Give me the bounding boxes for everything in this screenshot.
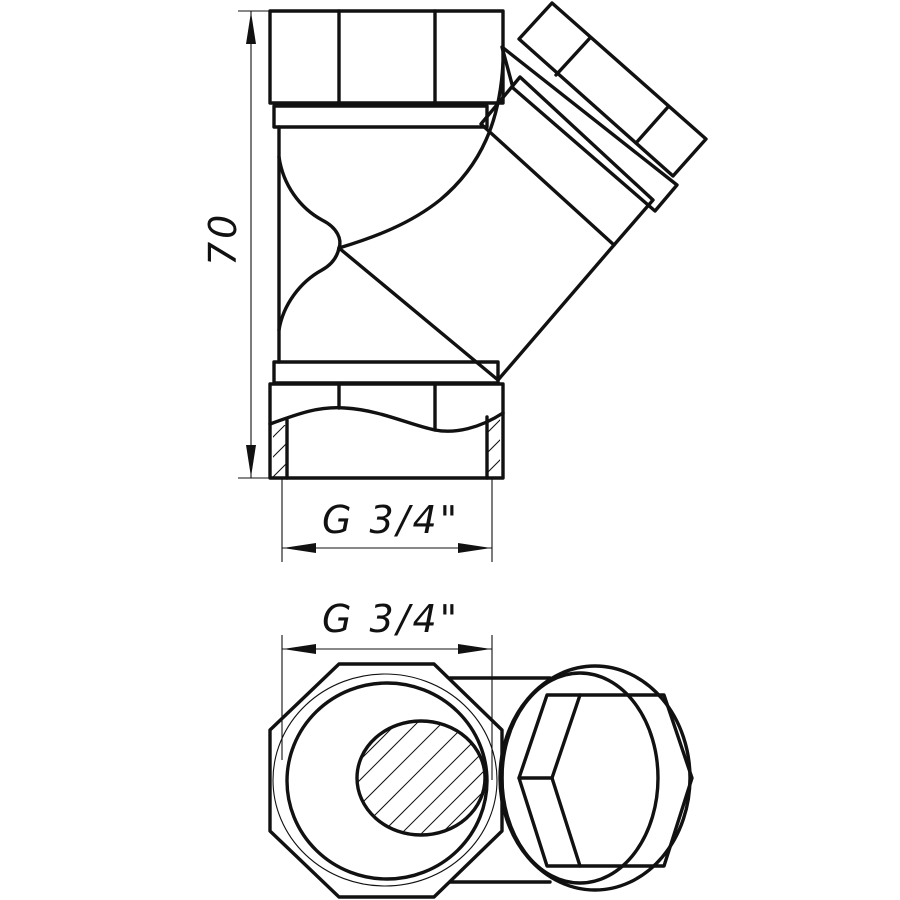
top-nut [268, 9, 505, 129]
height-dimension-label: 70 [201, 212, 245, 266]
bottom-thread-label: G 3/4" [322, 498, 460, 542]
end-view: G 3/4" [268, 597, 694, 899]
octagon-nut [268, 662, 504, 899]
filter-leg [479, 1, 708, 247]
body [277, 61, 616, 382]
end-thread-dimension: G 3/4" [281, 597, 493, 780]
hatched-section [355, 719, 487, 837]
bottom-nut [268, 360, 505, 480]
height-dimension: 70 [201, 10, 270, 479]
hex-plug [517, 693, 694, 868]
bottom-thread-dimension: G 3/4" [281, 478, 493, 562]
plug-flange [498, 664, 692, 892]
front-view: 70 G 3/4" [201, 1, 708, 562]
end-thread-label: G 3/4" [322, 597, 460, 641]
